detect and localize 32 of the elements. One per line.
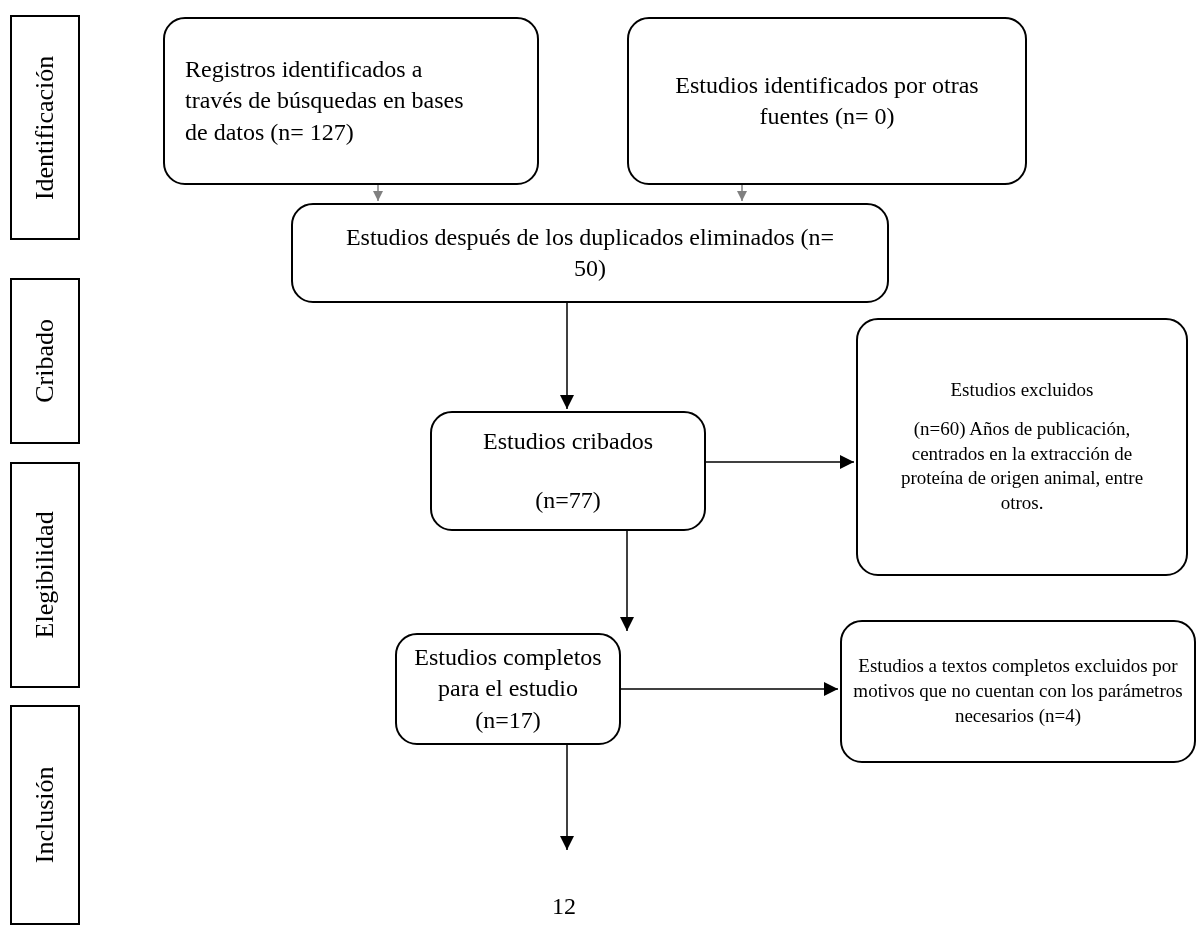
box-text: Registros identificados a través de búsquedas en bases de datos (n= 127) bbox=[185, 55, 465, 147]
stage-band bbox=[10, 15, 80, 240]
arrow bbox=[737, 184, 747, 202]
page-number: 12 bbox=[552, 893, 576, 920]
stage-band bbox=[10, 705, 80, 925]
box-text: (n=77) bbox=[535, 486, 601, 515]
box-text: Estudios completos para el estudio (n=17) bbox=[413, 643, 603, 735]
stage-label: Identificación bbox=[29, 55, 61, 200]
arrow bbox=[560, 302, 574, 410]
process-box bbox=[840, 620, 1196, 763]
stage-band bbox=[10, 278, 80, 444]
process-box bbox=[430, 411, 706, 531]
box-text: (n=60) Años de publicación, centrados en la extracción de proteína de origen animal, entre otros. bbox=[899, 416, 1145, 516]
arrow bbox=[560, 744, 574, 851]
process-box bbox=[856, 318, 1188, 576]
process-box bbox=[627, 17, 1027, 185]
stage-label: Elegibilidad bbox=[29, 511, 61, 639]
arrow bbox=[705, 455, 855, 469]
box-text: Estudios a textos completos excluidos por motivos que no cuentan con los parámetros necesarios (n=4) bbox=[852, 654, 1184, 728]
stage-label: Inclusión bbox=[29, 766, 61, 864]
box-heading: Estudios excluidos bbox=[950, 378, 1094, 403]
arrow bbox=[620, 682, 839, 696]
box-heading: Estudios cribados bbox=[483, 426, 653, 456]
stage-label: Cribado bbox=[29, 319, 61, 403]
box-text: Estudios después de los duplicados eliminados (n= 50) bbox=[344, 222, 836, 283]
process-box bbox=[163, 17, 539, 185]
process-box bbox=[395, 633, 621, 745]
process-box bbox=[291, 203, 889, 303]
stage-band bbox=[10, 462, 80, 688]
box-text: Estudios identificados por otras fuentes (n= 0) bbox=[674, 70, 980, 131]
arrow bbox=[373, 184, 383, 202]
arrow bbox=[620, 530, 634, 632]
